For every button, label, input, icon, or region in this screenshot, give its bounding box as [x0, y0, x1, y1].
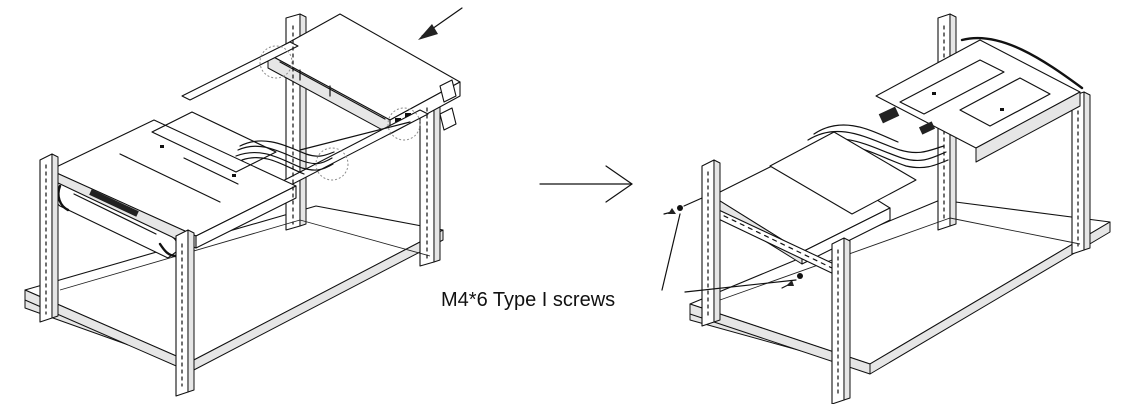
- insert-direction-arrow: [418, 7, 463, 40]
- left-front-posts: [39, 153, 195, 397]
- screw-lower: [781, 273, 803, 289]
- screw-upper: [663, 197, 703, 215]
- right-rear-chassis: [875, 36, 1084, 163]
- screw-label: M4*6 Type I screws: [441, 289, 615, 311]
- right-floor-slab: [689, 199, 1111, 375]
- left-rear-chassis: [267, 13, 461, 135]
- left-console-unit: [49, 111, 297, 259]
- right-front-posts: [701, 159, 851, 404]
- left-callout-circles: [259, 45, 421, 181]
- left-cable-bundle: [235, 140, 335, 175]
- step-arrow: [539, 165, 633, 203]
- left-floor-slab: [24, 205, 444, 373]
- left-rack-drawing: [24, 7, 463, 397]
- screw-leader-lines: [661, 213, 797, 293]
- left-rails: [181, 41, 429, 203]
- right-rack-drawing: [661, 13, 1111, 404]
